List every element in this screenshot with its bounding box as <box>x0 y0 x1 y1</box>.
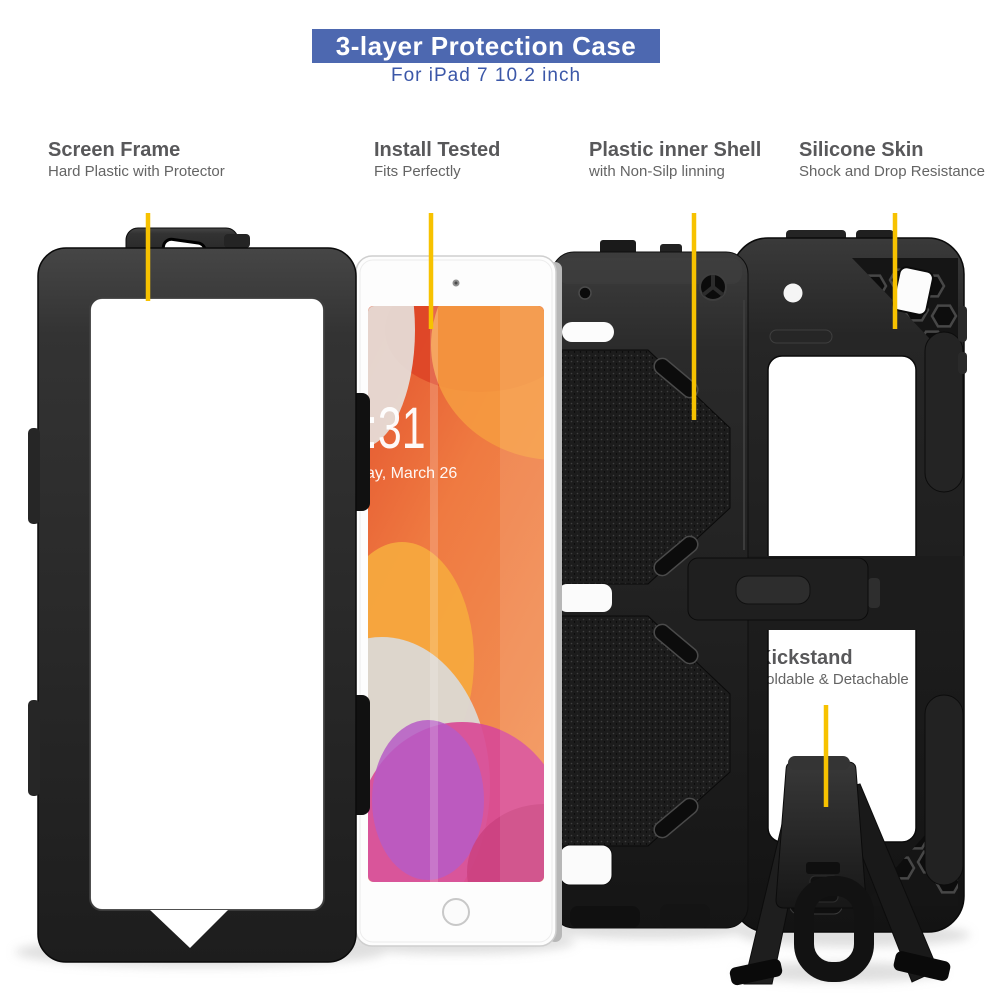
callout-subtitle: Fits Perfectly <box>374 163 461 180</box>
plastic-inner-shell-graphic <box>551 240 869 929</box>
callout-subtitle: with Non-Silp linning <box>589 163 725 180</box>
lockscreen-time: :31 <box>366 396 426 461</box>
lockscreen-date: ay, March 26 <box>366 465 457 482</box>
kickstand-graphic <box>729 756 951 986</box>
shell-camera-hole <box>578 286 592 300</box>
screen-frame-graphic <box>28 227 370 963</box>
callout-title: Install Tested <box>374 139 501 161</box>
callout-subtitle: Hard Plastic with Protector <box>48 163 225 180</box>
callout-plastic-inner-shell: Plastic inner Shell with Non-Silp linnin… <box>589 138 761 182</box>
callout-install-tested: Install Tested Fits Perfectly <box>374 138 500 182</box>
callout-kickstand: Kickstand Foldable & Detachable <box>757 646 909 690</box>
tablet-graphic: :31 ay, March 26 <box>355 255 562 947</box>
callout-lines <box>145 213 898 807</box>
callout-title: Silicone Skin <box>799 139 924 161</box>
callout-title: Plastic inner Shell <box>589 139 762 161</box>
page-subtitle: For iPad 7 10.2 inch <box>390 65 582 86</box>
callout-silicone-skin: Silicone Skin Shock and Drop Resistance <box>799 138 985 182</box>
side-button-cover <box>958 306 967 342</box>
title-banner: 3-layer Protection Case <box>312 29 660 63</box>
home-button <box>442 898 470 926</box>
callout-subtitle: Shock and Drop Resistance <box>799 163 985 180</box>
wallpaper: :31 ay, March 26 <box>366 306 544 882</box>
skin-camera-hole <box>783 283 803 303</box>
callout-title: Kickstand <box>757 647 853 669</box>
side-button-cover <box>958 352 967 374</box>
callout-subtitle: Foldable & Detachable <box>757 671 909 688</box>
page-title: 3-layer Protection Case <box>335 30 637 61</box>
callout-title: Screen Frame <box>48 139 181 161</box>
callout-screen-frame: Screen Frame Hard Plastic with Protector <box>48 138 225 182</box>
home-button-notch <box>150 910 228 948</box>
